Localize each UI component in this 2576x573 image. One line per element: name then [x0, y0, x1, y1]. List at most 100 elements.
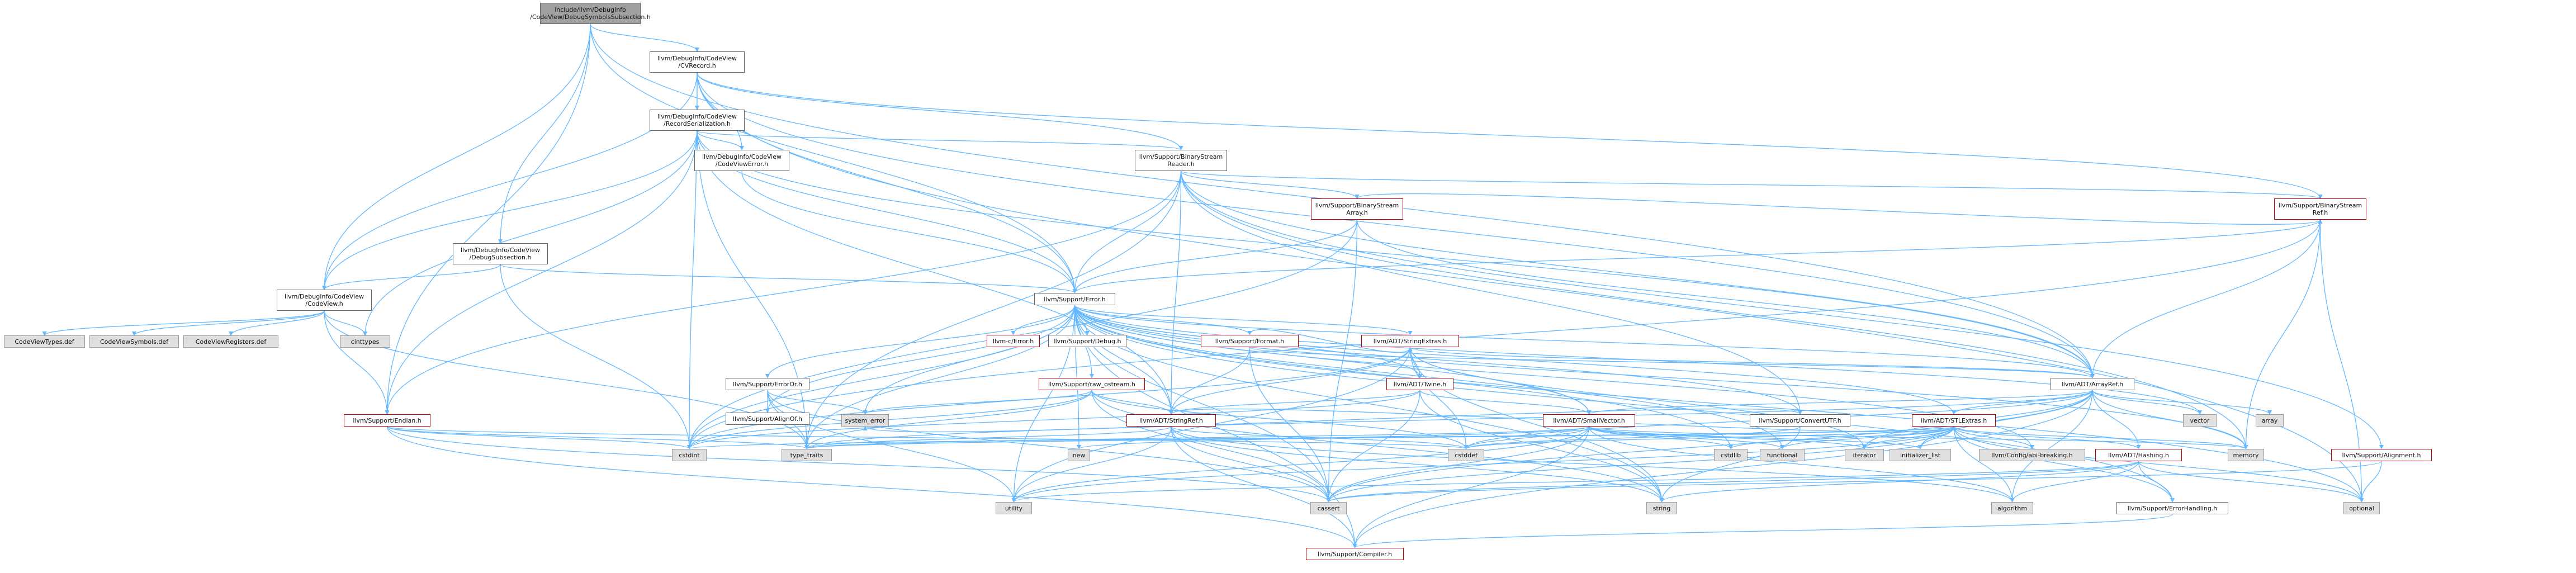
edge-codeview-to-cvsymbols	[132, 310, 325, 336]
edge-bsref-to-error	[1072, 219, 2321, 293]
graph-node-bsreader[interactable]: llvm/Support/BinaryStream Reader.h	[1135, 150, 1227, 171]
edge-bsreader-to-memory	[1180, 171, 2248, 449]
graph-node-endian[interactable]: llvm/Support/Endian.h	[344, 414, 430, 427]
edge-stlextras-to-type_traits	[804, 426, 1954, 449]
graph-node-stringref[interactable]: llvm/ADT/StringRef.h	[1126, 414, 1216, 427]
edge-cverror-to-error	[741, 171, 1077, 293]
edge-twine-to-stringref	[1169, 390, 1420, 415]
edge-error-to-memory	[1074, 305, 2248, 449]
edge-cvrecord-to-arrayref	[697, 72, 2095, 378]
edge-root-to-cvrecord	[590, 23, 699, 52]
graph-node-recordser[interactable]: llvm/DebugInfo/CodeView /RecordSerializa…	[650, 110, 745, 131]
graph-node-hashing[interactable]: llvm/ADT/Hashing.h	[2095, 449, 2182, 461]
edge-debugsub-to-codeview	[322, 264, 501, 290]
graph-node-alignment[interactable]: llvm/Support/Alignment.h	[2331, 449, 2432, 461]
edge-rawostream-to-stringref	[1091, 390, 1173, 415]
edge-bsarray-to-bsref	[1356, 193, 2323, 225]
edge-smallvector-to-functional	[1588, 426, 1784, 449]
edge-error-to-format	[1074, 305, 1252, 335]
graph-node-rawostream[interactable]: llvm/Support/raw_ostream.h	[1039, 378, 1145, 390]
graph-node-cvregisters: CodeViewRegisters.def	[183, 335, 278, 348]
edge-error-to-system_error	[863, 305, 1076, 415]
graph-node-errhandling[interactable]: llvm/Support/ErrorHandling.h	[2116, 502, 2228, 514]
edge-stlextras-to-initializer_list	[1918, 426, 1954, 449]
edge-hashing-to-optional	[2138, 461, 2364, 503]
edge-error-to-functional	[1074, 305, 1784, 449]
edge-stlextras1-to-arrayref	[1409, 347, 2095, 378]
edge-errorOr-to-cassert	[767, 390, 1331, 503]
edge-arrayref-to-compiler	[1352, 390, 2093, 548]
edge-recordser-to-bsreader	[697, 130, 1183, 150]
edge-codeview-to-cvregisters	[229, 310, 325, 336]
graph-node-cvsymbols: CodeViewSymbols.def	[89, 335, 179, 348]
graph-node-stlextras1[interactable]: llvm/ADT/StringExtras.h	[1361, 335, 1459, 347]
edge-bsarray-to-error	[1072, 219, 1358, 293]
edge-stringref-to-compiler	[1171, 426, 1357, 548]
edge-error-to-stlextras1	[1074, 305, 1413, 335]
edge-arrayref-to-algorithm	[2010, 390, 2093, 503]
edge-root-to-debugsub	[498, 23, 591, 244]
edge-convertutf-to-cstddef	[1464, 426, 1801, 449]
graph-node-cstdlib: cstdlib	[1714, 449, 1748, 461]
edge-rawostream-to-cstddef	[1091, 390, 1469, 449]
edge-bsreader-to-arrayref	[1180, 171, 2095, 378]
graph-node-smallvector[interactable]: llvm/ADT/SmallVector.h	[1543, 414, 1635, 427]
edge-convertutf-to-system_error	[863, 408, 1801, 433]
edge-smallvector-to-initializer_list	[1588, 426, 1922, 449]
edge-stlextras-to-utility	[1011, 426, 1954, 503]
edge-bsref-to-cstdint	[687, 219, 2321, 449]
graph-node-vector: vector	[2183, 414, 2217, 427]
edge-stlextras1-to-iterator	[1409, 347, 1867, 449]
graph-node-bsarray[interactable]: llvm/Support/BinaryStream Array.h	[1311, 198, 1403, 220]
graph-node-errorOr[interactable]: llvm/Support/ErrorOr.h	[726, 378, 809, 390]
graph-node-cvrecord[interactable]: llvm/DebugInfo/CodeView /CVRecord.h	[650, 51, 745, 73]
graph-node-bsref[interactable]: llvm/Support/BinaryStream Ref.h	[2274, 198, 2366, 220]
graph-node-cassert: cassert	[1310, 502, 1347, 514]
edge-error-to-cerror	[1011, 305, 1076, 335]
graph-node-twine[interactable]: llvm/ADT/Twine.h	[1386, 378, 1453, 390]
edge-layer	[42, 23, 2384, 548]
edge-stlextras-to-optional	[1953, 426, 2364, 503]
graph-node-arrayref[interactable]: llvm/ADT/ArrayRef.h	[2051, 378, 2134, 390]
graph-node-debugsub[interactable]: llvm/DebugInfo/CodeView /DebugSubsection…	[453, 243, 548, 264]
edge-codeview-to-endian	[324, 310, 390, 415]
graph-node-root: include/llvm/DebugInfo /CodeView/DebugSy…	[530, 3, 651, 24]
edge-debugsub-to-error	[500, 264, 1077, 293]
graph-node-cinttypes: cinttypes	[340, 335, 390, 348]
graph-node-cverror[interactable]: llvm/DebugInfo/CodeView /CodeViewError.h	[694, 150, 789, 171]
graph-node-optional: optional	[2343, 502, 2380, 514]
graph-node-stlextras[interactable]: llvm/ADT/STLExtras.h	[1912, 414, 1996, 427]
graph-node-codeview[interactable]: llvm/DebugInfo/CodeView /CodeView.h	[277, 290, 372, 311]
edge-bsarray-to-cstdint	[687, 219, 1358, 449]
graph-node-convertutf[interactable]: llvm/Support/ConvertUTF.h	[1750, 414, 1850, 427]
edge-cvrecord-to-bsreader	[697, 72, 1183, 150]
graph-node-memory: memory	[2228, 449, 2264, 461]
graph-node-format[interactable]: llvm/Support/Format.h	[1201, 335, 1299, 347]
graph-node-debug[interactable]: llvm/Support/Debug.h	[1048, 335, 1126, 347]
edge-rawostream-to-system_error	[863, 390, 1092, 415]
graph-node-utility: utility	[996, 502, 1032, 514]
edge-stlextras1-to-string	[1409, 347, 1664, 503]
edge-errhandling-to-compiler	[1352, 514, 2173, 548]
graph-node-functional: functional	[1760, 449, 1805, 461]
edge-bsreader-to-type_traits	[804, 171, 1182, 449]
edge-recordser-to-cinttypes	[363, 130, 698, 336]
graph-node-alignof[interactable]: llvm/Support/AlignOf.h	[726, 413, 809, 425]
edge-error-to-type_traits	[804, 305, 1076, 449]
graph-node-error[interactable]: llvm/Support/Error.h	[1034, 293, 1115, 305]
edge-endian-to-compiler	[386, 426, 1357, 548]
edge-error-to-stringref	[1074, 305, 1173, 415]
edge-smallvector-to-iterator	[1588, 426, 1867, 449]
edge-format-to-cassert	[1249, 347, 1331, 503]
edge-bsreader-to-convertutf	[1180, 171, 1802, 415]
graph-node-cerror[interactable]: llvm-c/Error.h	[987, 335, 1040, 347]
graph-node-cvtypes: CodeViewTypes.def	[4, 335, 85, 348]
edge-arrayref-to-memory	[2092, 390, 2248, 449]
edge-stringref-to-type_traits	[804, 426, 1172, 449]
edge-error-to-new	[1074, 305, 1081, 449]
edge-error-to-errhandling	[1074, 305, 2175, 503]
graph-node-compiler[interactable]: llvm/Support/Compiler.h	[1306, 548, 1404, 560]
edge-arrayref-to-vector	[2092, 390, 2202, 415]
graph-node-algorithm: algorithm	[1991, 502, 2033, 514]
